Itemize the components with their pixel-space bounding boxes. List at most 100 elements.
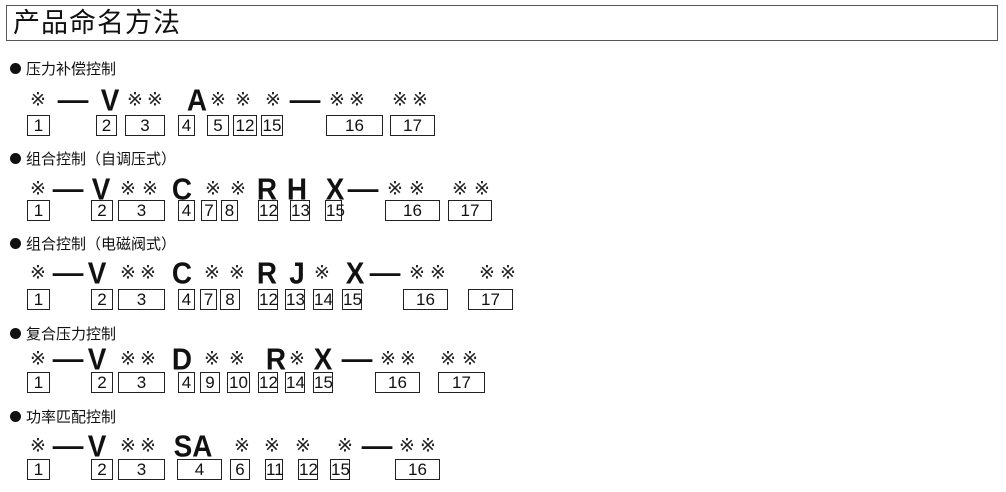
code-dash: — [52, 257, 84, 288]
section-heading-text: 组合控制（电磁阀式） [26, 235, 177, 253]
field-number-box: 9 [200, 372, 220, 393]
code-letter: V [87, 428, 107, 464]
code-placeholder: ※ [314, 261, 330, 284]
code-placeholder: ※ [147, 88, 163, 111]
code-placeholder: ※ [474, 177, 490, 200]
field-number-box: 16 [375, 372, 420, 393]
field-number-box: 10 [227, 372, 250, 393]
code-dash: — [361, 430, 393, 461]
field-number-box: 17 [448, 200, 492, 221]
code-letter: R [265, 341, 287, 377]
code-letter: D [171, 341, 193, 377]
field-number-box: 14 [285, 372, 305, 393]
field-number-box: 2 [91, 372, 113, 393]
field-number-box: 12 [258, 200, 278, 221]
field-number-box: 1 [27, 115, 50, 136]
field-number-box: 3 [118, 289, 165, 310]
code-placeholder: ※ [229, 261, 245, 284]
code-letter: X [313, 341, 333, 377]
section-heading: 功率匹配控制 [10, 408, 116, 426]
code-placeholder: ※ [234, 434, 250, 457]
section-heading: 组合控制（电磁阀式） [10, 235, 176, 253]
field-number-box: 8 [221, 200, 238, 221]
section-heading-text: 功率匹配控制 [26, 408, 117, 426]
code-placeholder: ※ [140, 434, 156, 457]
field-number-box: 16 [395, 459, 440, 480]
code-placeholder: ※ [412, 88, 428, 111]
field-number-box: 13 [285, 289, 305, 310]
field-number-box: 15 [261, 115, 283, 136]
field-number-box: 2 [96, 115, 117, 136]
field-number-box: 15 [330, 459, 350, 480]
field-number-box: 7 [201, 200, 217, 221]
bullet-icon [10, 411, 21, 422]
code-placeholder: ※ [409, 177, 425, 200]
code-placeholder: ※ [30, 347, 46, 370]
code-placeholder: ※ [264, 434, 280, 457]
code-placeholder: ※ [295, 434, 311, 457]
code-placeholder: ※ [430, 261, 446, 284]
code-letter: C [171, 171, 193, 207]
code-letter: X [345, 255, 365, 291]
code-placeholder: ※ [380, 347, 396, 370]
field-number-box: 12 [233, 115, 257, 136]
section-heading-text: 组合控制（自调压式） [26, 150, 177, 168]
code-placeholder: ※ [30, 177, 46, 200]
code-placeholder: ※ [409, 261, 425, 284]
bullet-icon [10, 238, 21, 249]
code-placeholder: ※ [127, 88, 143, 111]
field-number-box: 2 [91, 200, 113, 221]
code-placeholder: ※ [400, 347, 416, 370]
field-number-box: 11 [265, 459, 284, 480]
code-placeholder: ※ [230, 177, 246, 200]
code-placeholder: ※ [392, 88, 408, 111]
code-placeholder: ※ [140, 261, 156, 284]
code-letter: J [289, 255, 305, 291]
field-number-box: 16 [326, 115, 383, 136]
field-number-box: 2 [91, 459, 113, 480]
code-placeholder: ※ [205, 177, 221, 200]
field-number-box: 16 [403, 289, 448, 310]
code-letter: X [325, 171, 345, 207]
field-number-box: 2 [91, 289, 113, 310]
field-number-box: 3 [118, 200, 165, 221]
field-number-box: 4 [178, 372, 195, 393]
code-letter: R [256, 171, 278, 207]
code-placeholder: ※ [399, 434, 415, 457]
code-placeholder: ※ [120, 434, 136, 457]
code-letter: C [171, 255, 193, 291]
field-number-box: 8 [220, 289, 240, 310]
code-placeholder: ※ [462, 347, 478, 370]
code-placeholder: ※ [265, 88, 281, 111]
field-number-box: 1 [27, 200, 50, 221]
code-placeholder: ※ [120, 261, 136, 284]
field-number-box: 14 [313, 289, 333, 310]
code-dash: — [52, 173, 84, 204]
title-box: 产品命名方法 [6, 5, 998, 41]
section-heading-text: 压力补偿控制 [26, 60, 117, 78]
field-number-box: 4 [177, 459, 222, 480]
code-dash: — [52, 343, 84, 374]
field-number-box: 4 [178, 289, 195, 310]
code-letter: V [87, 341, 107, 377]
field-number-box: 4 [178, 200, 195, 221]
code-placeholder: ※ [235, 88, 251, 111]
code-letter: A [186, 82, 208, 118]
code-dash: — [341, 343, 373, 374]
field-number-box: 15 [313, 372, 333, 393]
code-dash: — [369, 257, 401, 288]
code-placeholder: ※ [289, 347, 305, 370]
field-number-box: 4 [178, 115, 195, 136]
code-dash: — [57, 84, 89, 115]
field-number-box: 16 [385, 200, 440, 221]
code-placeholder: ※ [30, 434, 46, 457]
code-letter: H [286, 171, 308, 207]
field-number-box: 5 [207, 115, 229, 136]
field-number-box: 17 [438, 372, 485, 393]
field-number-box: 3 [118, 459, 165, 480]
field-number-box: 15 [325, 200, 345, 221]
code-dash: — [347, 173, 379, 204]
code-placeholder: ※ [30, 261, 46, 284]
code-placeholder: ※ [387, 177, 403, 200]
field-number-box: 13 [290, 200, 310, 221]
